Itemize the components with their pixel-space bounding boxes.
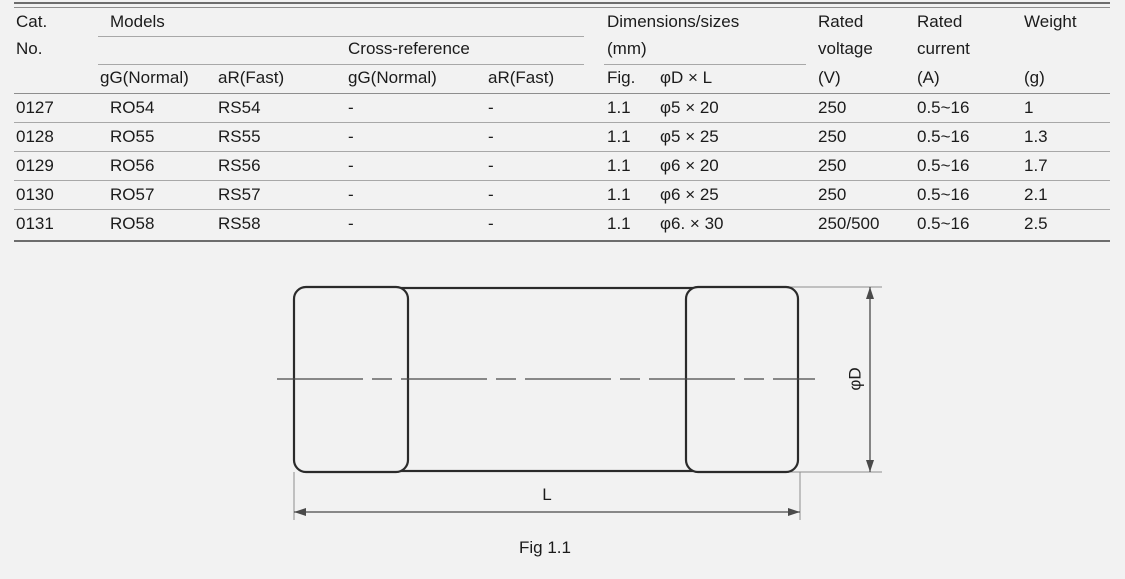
header-models: Models xyxy=(110,12,165,31)
row-2-size: φ6 × 20 xyxy=(660,156,719,175)
table-bottom-border xyxy=(14,240,1110,242)
row-4-xref-gg: - xyxy=(348,214,354,233)
row-3-cat-no: 0130 xyxy=(16,185,54,204)
row-4-model-gg: RO58 xyxy=(110,214,155,233)
row-0-cat-no: 0127 xyxy=(16,98,54,117)
header-cat-no-line1: Cat. xyxy=(16,12,48,31)
length-label: L xyxy=(542,485,551,504)
table-top-border-outer xyxy=(14,2,1110,4)
row-0-xref-ar: - xyxy=(488,98,494,117)
row-3-model-gg: RO57 xyxy=(110,185,155,204)
row-1-xref-gg: - xyxy=(348,127,354,146)
length-arrow-left xyxy=(294,508,306,516)
row-4-voltage: 250/500 xyxy=(818,214,880,233)
row-2-current: 0.5~16 xyxy=(917,156,970,175)
row-3-voltage: 250 xyxy=(818,185,847,204)
fuse-drawing-svg: L φD xyxy=(277,285,882,520)
header-rated-voltage-line2: voltage xyxy=(818,39,873,58)
cross-reference-group-rule xyxy=(98,64,584,65)
row-3-current: 0.5~16 xyxy=(917,185,970,204)
row-1-cat-no: 0128 xyxy=(16,127,54,146)
row-3-weight: 2.1 xyxy=(1024,185,1048,204)
row-0-xref-gg: - xyxy=(348,98,354,117)
row-2-xref-ar: - xyxy=(488,156,494,175)
header-rated-current-line1: Rated xyxy=(917,12,963,31)
row-3-bottom-rule xyxy=(14,209,1110,210)
row-1-model-gg: RO55 xyxy=(110,127,155,146)
row-4-model-ar: RS58 xyxy=(218,214,261,233)
row-2-model-gg: RO56 xyxy=(110,156,155,175)
row-1-size: φ5 × 25 xyxy=(660,127,719,146)
row-0-bottom-rule xyxy=(14,122,1110,123)
row-1-fig: 1.1 xyxy=(607,127,631,146)
row-0-voltage: 250 xyxy=(818,98,847,117)
row-3-xref-gg: - xyxy=(348,185,354,204)
row-1-weight: 1.3 xyxy=(1024,127,1048,146)
header-cat-no-line2: No. xyxy=(16,39,43,58)
header-dimensions-line2: (mm) xyxy=(607,39,647,58)
row-4-size: φ6. × 30 xyxy=(660,214,724,233)
subheader-fig: Fig. xyxy=(607,68,636,87)
diameter-label: φD xyxy=(845,367,864,390)
row-1-bottom-rule xyxy=(14,151,1110,152)
header-rated-voltage-line1: Rated xyxy=(818,12,864,31)
subheader-voltage-unit: (V) xyxy=(818,68,841,87)
row-1-xref-ar: - xyxy=(488,127,494,146)
row-2-bottom-rule xyxy=(14,180,1110,181)
row-2-voltage: 250 xyxy=(818,156,847,175)
row-4-current: 0.5~16 xyxy=(917,214,970,233)
row-0-size: φ5 × 20 xyxy=(660,98,719,117)
row-3-xref-ar: - xyxy=(488,185,494,204)
header-rated-current-line2: current xyxy=(917,39,970,58)
row-0-fig: 1.1 xyxy=(607,98,631,117)
subheader-models-ar: aR(Fast) xyxy=(218,68,285,87)
fuse-technical-drawing: L φD Fig 1.1 xyxy=(0,255,1125,579)
subheader-xref-ar: aR(Fast) xyxy=(488,68,555,87)
subheader-size: φD × L xyxy=(660,68,713,87)
figure-caption: Fig 1.1 xyxy=(519,538,571,557)
subheader-current-unit: (A) xyxy=(917,68,940,87)
row-0-current: 0.5~16 xyxy=(917,98,970,117)
subheader-xref-gg: gG(Normal) xyxy=(348,68,437,87)
row-4-cat-no: 0131 xyxy=(16,214,54,233)
row-3-model-ar: RS57 xyxy=(218,185,261,204)
table-top-border-inner xyxy=(14,7,1110,8)
header-cross-reference: Cross-reference xyxy=(348,39,470,58)
row-1-model-ar: RS55 xyxy=(218,127,261,146)
row-2-model-ar: RS56 xyxy=(218,156,261,175)
row-4-xref-ar: - xyxy=(488,214,494,233)
header-dimensions-line1: Dimensions/sizes xyxy=(607,12,740,31)
row-0-weight: 1 xyxy=(1024,98,1034,117)
dimensions-group-rule xyxy=(604,64,806,65)
subheader-weight-unit: (g) xyxy=(1024,68,1045,87)
row-4-weight: 2.5 xyxy=(1024,214,1048,233)
models-group-rule xyxy=(98,36,584,37)
specification-table: Cat. Models Dimensions/sizes Rated Rated… xyxy=(0,0,1125,248)
row-3-size: φ6 × 25 xyxy=(660,185,719,204)
diameter-arrow-top xyxy=(866,287,874,299)
row-1-current: 0.5~16 xyxy=(917,127,970,146)
header-bottom-rule xyxy=(14,93,1110,94)
header-weight: Weight xyxy=(1024,12,1077,31)
row-2-xref-gg: - xyxy=(348,156,354,175)
row-3-fig: 1.1 xyxy=(607,185,631,204)
row-0-model-ar: RS54 xyxy=(218,98,261,117)
row-2-fig: 1.1 xyxy=(607,156,631,175)
row-2-weight: 1.7 xyxy=(1024,156,1048,175)
subheader-models-gg: gG(Normal) xyxy=(100,68,189,87)
row-0-model-gg: RO54 xyxy=(110,98,155,117)
diameter-arrow-bottom xyxy=(866,460,874,472)
length-arrow-right xyxy=(788,508,800,516)
row-4-fig: 1.1 xyxy=(607,214,631,233)
row-1-voltage: 250 xyxy=(818,127,847,146)
row-2-cat-no: 0129 xyxy=(16,156,54,175)
